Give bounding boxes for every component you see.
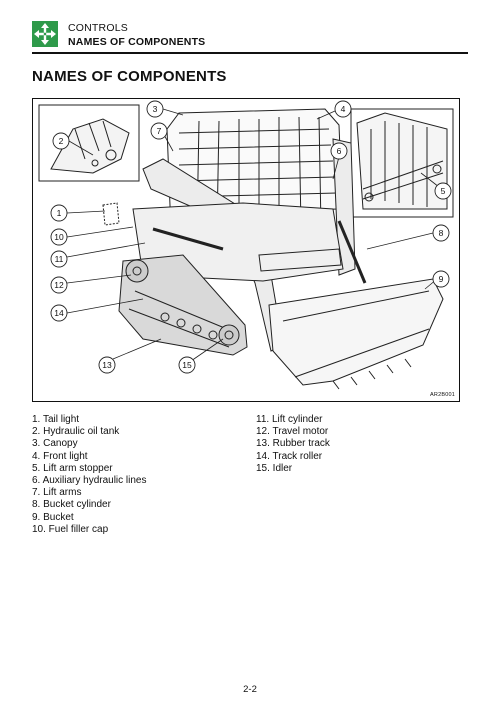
callout-label-2: 2 <box>59 136 64 146</box>
legend-item: 6. Auxiliary hydraulic lines <box>32 475 147 487</box>
callout-10 <box>50 228 68 246</box>
callout-label-13: 13 <box>102 360 112 370</box>
callout-label-4: 4 <box>341 104 346 114</box>
legend-item: 10. Fuel filler cap <box>32 523 109 535</box>
callout-5 <box>434 182 452 200</box>
legend-item: 5. Lift arm stopper <box>32 462 113 474</box>
callout-label-7: 7 <box>157 126 162 136</box>
legend-item: 9. Bucket <box>32 511 74 523</box>
legend-item: 11. Lift cylinder <box>256 414 323 425</box>
legend-left-column: 1. Tail light 2. Hydraulic oil tank 3. C… <box>32 414 147 536</box>
callout-8 <box>432 224 450 242</box>
page-title: NAMES OF COMPONENTS <box>32 68 227 85</box>
callout-label-15: 15 <box>182 360 192 370</box>
callout-15 <box>178 356 196 374</box>
components-figure: 1 2 3 4 5 6 7 8 9 10 11 12 13 14 15 AR2B… <box>32 98 460 402</box>
header-divider <box>32 52 468 54</box>
header-title: NAMES OF COMPONENTS <box>68 36 206 48</box>
callout-1 <box>50 204 68 222</box>
callout-7 <box>150 122 168 140</box>
callout-12 <box>50 276 68 294</box>
callout-9 <box>432 270 450 288</box>
callout-6 <box>330 142 348 160</box>
track-loader-illustration: 1 2 3 4 5 6 7 8 9 10 11 12 13 14 15 <box>38 100 454 390</box>
legend-item: 1. Tail light <box>32 414 80 425</box>
inset-tank-frame <box>38 104 140 182</box>
legend-item: 3. Canopy <box>32 438 78 450</box>
callout-label-1: 1 <box>57 208 62 218</box>
legend-item: 14. Track roller <box>256 450 323 462</box>
legend-item: 2. Hydraulic oil tank <box>32 426 120 438</box>
legend-item: 12. Travel motor <box>256 426 329 438</box>
callout-label-14: 14 <box>54 308 64 318</box>
callout-11 <box>50 250 68 268</box>
callout-4 <box>334 100 352 118</box>
callout-14 <box>50 304 68 322</box>
legend-item: 7. Lift arms <box>32 487 82 499</box>
legend-item: 15. Idler <box>256 462 293 474</box>
callout-label-6: 6 <box>337 146 342 156</box>
callout-label-10: 10 <box>54 232 64 242</box>
callout-label-8: 8 <box>439 228 444 238</box>
legend-item: 13. Rubber track <box>256 438 330 450</box>
figure-code: AR2B001 <box>430 392 455 398</box>
legend-item: 8. Bucket cylinder <box>32 499 111 511</box>
callout-3 <box>146 100 164 118</box>
header-section: CONTROLS <box>68 22 128 34</box>
callout-label-12: 12 <box>54 280 64 290</box>
callout-13 <box>98 356 116 374</box>
callout-label-9: 9 <box>439 274 444 284</box>
crossed-arrows-icon <box>32 21 58 47</box>
callout-label-5: 5 <box>441 186 446 196</box>
legend-item: 4. Front light <box>32 450 88 462</box>
callout-2 <box>52 132 70 150</box>
callout-label-3: 3 <box>153 104 158 114</box>
legend-right-column: 11. Lift cylinder 12. Travel motor 13. R… <box>256 414 330 475</box>
page-number: 2-2 <box>243 684 257 695</box>
callout-label-11: 11 <box>55 254 64 264</box>
